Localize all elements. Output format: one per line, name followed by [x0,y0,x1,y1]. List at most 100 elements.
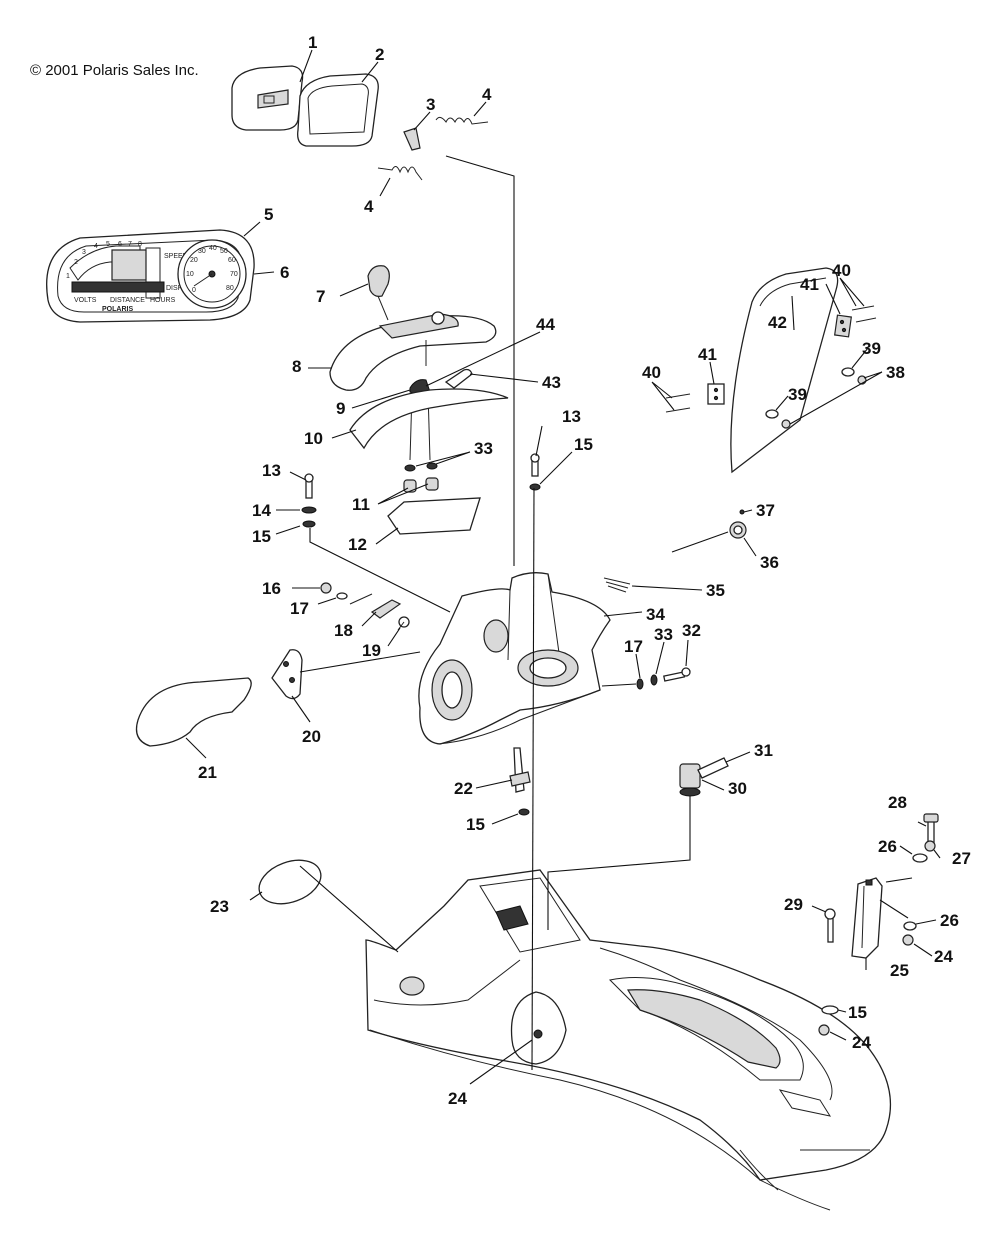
callout-11: 11 [352,495,370,514]
callout-32: 32 [682,621,701,640]
part-20-mirror-mount [271,649,303,700]
part-33-washers [404,462,438,472]
speed-tick: 10 [186,271,194,278]
callout-13: 13 [262,461,281,480]
callout-26: 26 [940,911,959,930]
part-35-clip [603,577,631,593]
part-22-fitting [509,747,531,793]
callout-7: 7 [316,287,325,306]
callout-39: 39 [788,385,807,404]
callout-4: 4 [364,197,374,216]
part-33-washer-right [650,674,658,686]
callout-29: 29 [784,895,803,914]
part-25-bracket [851,877,883,959]
part-29-bolt [824,908,836,943]
callout-37: 37 [756,501,775,520]
callout-30: 30 [728,779,747,798]
callout-40: 40 [832,261,851,280]
callout-26: 26 [878,837,897,856]
callout-20: 20 [302,727,321,746]
part-27-nut [924,840,936,852]
callout-10: 10 [304,429,323,448]
speed-tick: 60 [228,257,236,264]
callout-44: 44 [536,315,555,334]
part-36-plug [729,521,747,539]
part-15-washer-left [302,520,316,528]
callout-24: 24 [934,947,953,966]
callout-5: 5 [264,205,273,224]
part-15-washer-right [821,1005,839,1015]
part-42-panel [730,267,839,474]
part-24-nut-lower [818,1024,830,1036]
speed-tick-labels: 0 10 20 30 40 50 60 70 80 [186,245,238,294]
part-13-screw-center [530,453,540,477]
tach-tick: 5 [106,241,110,248]
part-21-mirror [135,677,252,747]
part-18-pin [349,593,373,605]
part-4-spring-upper [435,116,489,125]
callout-33: 33 [654,625,673,644]
part-6-speedometer: 0 10 20 30 40 50 60 70 80 [177,239,247,309]
callout-17: 17 [624,637,643,656]
part-30-switch [679,763,701,797]
callout-15: 15 [848,1003,867,1022]
part-43-pin [444,368,473,389]
callout-14: 14 [252,501,271,520]
callout-8: 8 [292,357,301,376]
callout-41: 41 [698,345,717,364]
part-12-gasket [387,497,481,535]
part-37-ball [739,509,745,515]
callout-34: 34 [646,605,665,624]
callout-40: 40 [642,363,661,382]
speed-tick: 20 [190,257,198,264]
part-10-seal [349,388,509,450]
callout-3: 3 [426,95,435,114]
callout-28: 28 [888,793,907,812]
part-8-cover [329,311,497,391]
part-39-washer-upper [841,367,855,377]
part-15-washer-lower [518,808,530,816]
callout-18: 18 [334,621,353,640]
tach-tick: 2 [74,259,78,266]
callout-16: 16 [262,579,281,598]
callout-36: 36 [760,553,779,572]
callout-13: 13 [562,407,581,426]
cluster-label-hours: HOURS [150,297,176,304]
speed-tick: 50 [220,248,228,255]
callout-25: 25 [890,961,909,980]
callout-6: 6 [280,263,289,282]
part-15-washer-center [529,483,541,491]
speed-tick: 80 [226,285,234,292]
cluster-brand-logo: POLARIS [102,306,133,313]
callout-labels: 1 2 3 4 4 5 6 7 8 9 10 11 12 13 13 14 15… [198,33,971,1108]
part-11-grommets [403,477,439,493]
callout-31: 31 [754,741,773,760]
tach-tick-labels: 1 2 3 4 5 6 7 8 [66,241,142,280]
part-34-console [418,572,611,745]
callout-12: 12 [348,535,367,554]
callout-42: 42 [768,313,787,332]
part-40-screws-upper [851,305,877,323]
tach-tick: 4 [94,243,98,250]
callout-24: 24 [852,1033,871,1052]
callout-35: 35 [706,581,725,600]
part-3-clip [403,127,421,151]
callout-4: 4 [482,85,492,104]
speed-tick: 70 [230,271,238,278]
callout-23: 23 [210,897,229,916]
part-39-washer-lower [765,409,779,419]
part-26-washer-upper [912,853,928,863]
part-41-hinge-lower [707,383,725,405]
part-31-lever [697,757,729,779]
tach-tick: 7 [128,241,132,248]
part-4-spring-lower [377,166,423,181]
callout-39: 39 [862,339,881,358]
speed-tick: 0 [192,287,196,294]
part-17-washer-right [636,678,644,690]
callout-27: 27 [952,849,971,868]
callout-15: 15 [466,815,485,834]
callout-19: 19 [362,641,381,660]
part-14-o-ring [301,506,317,514]
part-17-washer-left [336,592,348,600]
tach-tick: 6 [118,241,122,248]
